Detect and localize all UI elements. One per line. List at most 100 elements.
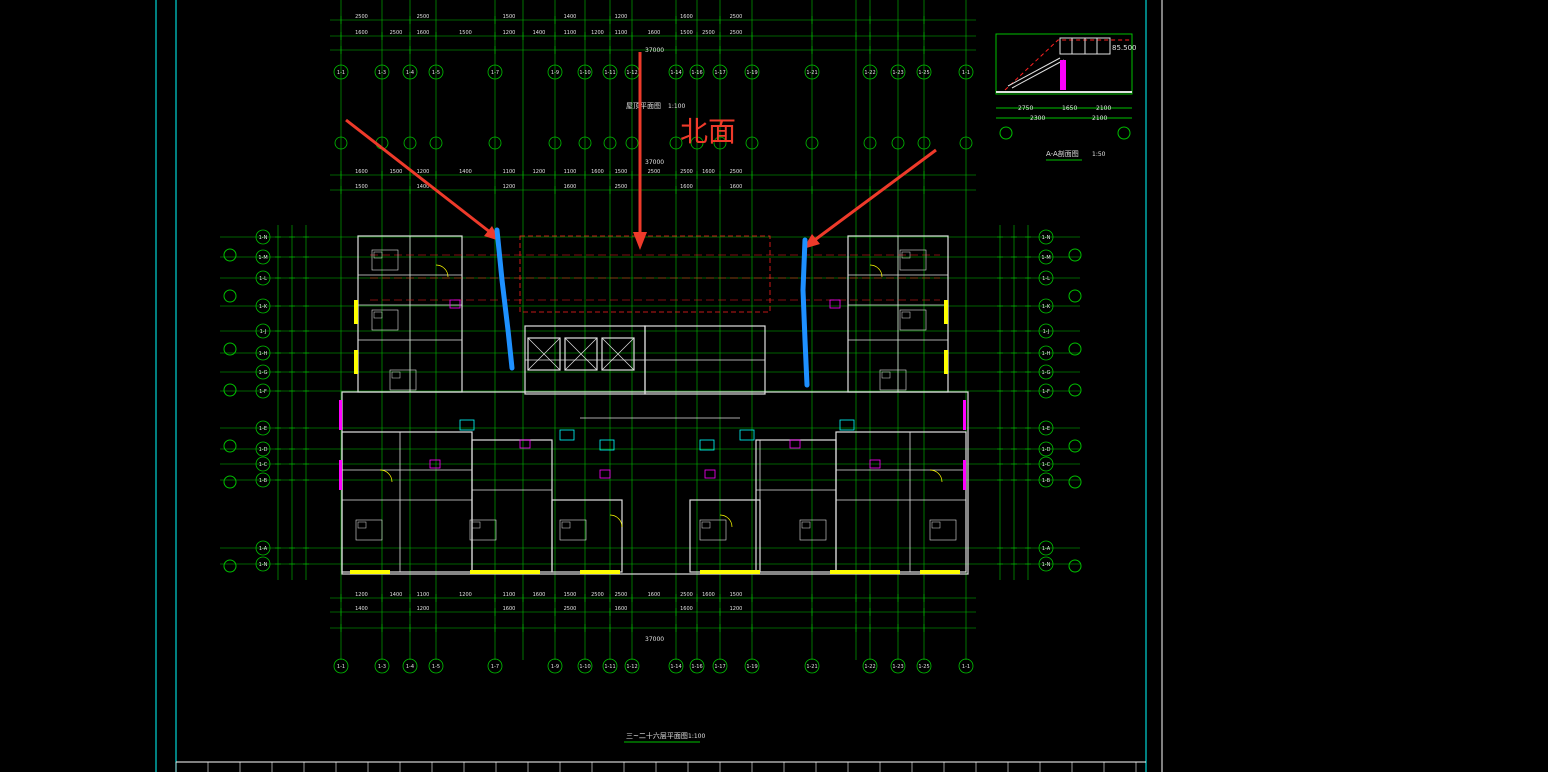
grid-bubble-label: 1-1 bbox=[962, 70, 970, 76]
grid-bubble-label: 1-M bbox=[1041, 255, 1050, 261]
dimension-text: 1200 bbox=[503, 184, 516, 190]
grid-bubble bbox=[255, 249, 271, 265]
grid-bubble bbox=[1038, 345, 1054, 361]
grid-bubble bbox=[689, 64, 705, 80]
grid-bubble-label: 1-D bbox=[259, 447, 268, 453]
highlight-stroke-right bbox=[800, 237, 810, 388]
window-band bbox=[350, 570, 390, 574]
grid-bubble bbox=[959, 136, 973, 150]
grid-bubble bbox=[255, 323, 271, 339]
north-face-label: 北面 bbox=[680, 115, 736, 148]
grid-bubble-label: 1-22 bbox=[864, 664, 875, 670]
grid-bubble bbox=[428, 64, 444, 80]
dimension-text: 1500 bbox=[503, 14, 516, 20]
dimension-text: 1200 bbox=[730, 606, 743, 612]
detail-bubble bbox=[1068, 475, 1082, 489]
grid-bubble bbox=[1038, 383, 1054, 399]
grid-bubble-label: 1-1 bbox=[962, 664, 970, 670]
grid-bubble bbox=[1038, 249, 1054, 265]
door-swing bbox=[869, 264, 883, 278]
furniture-pillow bbox=[931, 521, 941, 529]
grid-bubble-label: 1-17 bbox=[714, 70, 725, 76]
fixture-magenta bbox=[869, 459, 881, 469]
fixture-cyan bbox=[559, 429, 575, 441]
grid-bubble bbox=[488, 136, 502, 150]
grid-bubble bbox=[916, 64, 932, 80]
grid-bubble-label: 1-19 bbox=[746, 664, 757, 670]
furniture-pillow bbox=[901, 251, 911, 259]
grid-bubble-label: 1-3 bbox=[378, 70, 386, 76]
grid-bubble bbox=[255, 420, 271, 436]
detail-bubble bbox=[223, 248, 237, 262]
section-dim-3: 2100 bbox=[1096, 105, 1111, 112]
window-band bbox=[944, 350, 948, 374]
grid-bubble bbox=[744, 64, 760, 80]
detail-bubble bbox=[223, 342, 237, 356]
grid-bubble-label: 1-4 bbox=[406, 70, 414, 76]
dimension-text: 1600 bbox=[648, 592, 661, 598]
dimension-text: 1600 bbox=[564, 184, 577, 190]
grid-bubble-label: 1-11 bbox=[604, 664, 615, 670]
grid-bubble-label: 1-C bbox=[1042, 462, 1051, 468]
dimension-text: 1600 bbox=[591, 169, 604, 175]
window-band bbox=[944, 300, 948, 324]
furniture-bed bbox=[355, 519, 383, 541]
grid-bubble-label: 1-14 bbox=[670, 664, 681, 670]
grid-bubble bbox=[689, 658, 705, 674]
dimension-text: 1400 bbox=[459, 169, 472, 175]
furniture-pillow bbox=[373, 311, 383, 319]
window-band bbox=[920, 570, 960, 574]
window-magenta bbox=[963, 460, 966, 490]
grid-bubble bbox=[577, 64, 593, 80]
dimension-text: 2500 bbox=[390, 30, 403, 36]
furniture-pillow bbox=[471, 521, 481, 529]
grid-bubble bbox=[625, 136, 639, 150]
dimension-text: 1500 bbox=[564, 592, 577, 598]
dimension-text: 1600 bbox=[417, 30, 430, 36]
grid-bubble-label: 1-H bbox=[259, 351, 268, 357]
dimension-text: 1200 bbox=[459, 592, 472, 598]
detail-bubble bbox=[223, 383, 237, 397]
elevator-cross bbox=[564, 337, 598, 371]
dimension-text: 1200 bbox=[417, 169, 430, 175]
sheet-border bbox=[155, 0, 1163, 772]
wall-outline bbox=[527, 337, 561, 371]
dimension-text: 1200 bbox=[503, 30, 516, 36]
grid-bubble bbox=[1038, 556, 1054, 572]
grid-bubble bbox=[862, 658, 878, 674]
grid-bubble-label: 1-C bbox=[259, 462, 268, 468]
section-dim-1: 2750 bbox=[1018, 105, 1033, 112]
arrow-left-line bbox=[345, 118, 496, 238]
grid-bubble bbox=[1038, 298, 1054, 314]
grid-bubble-label: 1-G bbox=[1041, 370, 1050, 376]
section-value: 85.500 bbox=[1112, 44, 1137, 52]
section-dim-5: 2100 bbox=[1092, 115, 1107, 122]
door-swing bbox=[609, 514, 623, 528]
section-detail: 85.500 2750 1650 2100 2300 2100 A-A剖面图 1… bbox=[995, 33, 1137, 161]
grid-bubble bbox=[804, 658, 820, 674]
floor-plan-scale: 1:100 bbox=[688, 733, 705, 740]
detail-bubble bbox=[223, 475, 237, 489]
dimension-text: 2500 bbox=[730, 169, 743, 175]
grid-bubble-label: 1-3 bbox=[378, 664, 386, 670]
dimension-text: 1500 bbox=[355, 184, 368, 190]
dimension-text: 1100 bbox=[503, 169, 516, 175]
grid-bubble bbox=[1038, 472, 1054, 488]
section-scale: 1:50 bbox=[1092, 151, 1106, 158]
door-swing bbox=[435, 264, 449, 278]
furniture-bed bbox=[371, 309, 399, 331]
grid-bubble-label: 1-N bbox=[1042, 235, 1051, 241]
dimension-text: 1100 bbox=[503, 592, 516, 598]
door-swing bbox=[379, 469, 393, 483]
dimension-text: 2500 bbox=[615, 184, 628, 190]
grid-bubble bbox=[917, 136, 931, 150]
furniture-bed bbox=[929, 519, 957, 541]
grid-bubble-label: 1-J bbox=[260, 329, 267, 335]
dimension-text: 1500 bbox=[459, 30, 472, 36]
furniture-pillow bbox=[901, 311, 911, 319]
fixture-cyan bbox=[599, 439, 615, 451]
window-magenta bbox=[963, 400, 966, 430]
dimension-text: 2500 bbox=[680, 169, 693, 175]
grid-bubble bbox=[1038, 456, 1054, 472]
